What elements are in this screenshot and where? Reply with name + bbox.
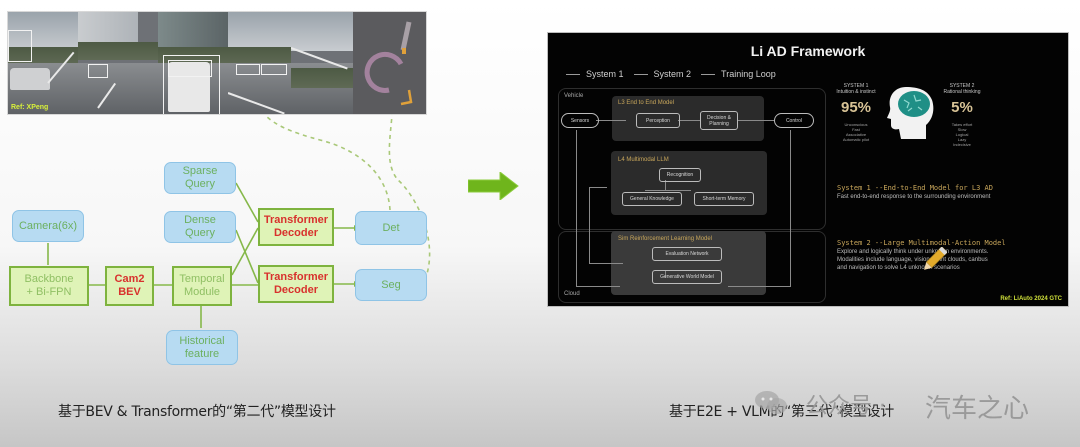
bev-map-view xyxy=(353,12,426,114)
panel-sim-title: Sim Reinforcement Learning Model xyxy=(618,236,713,242)
node-evaluation-network: Evaluation Network xyxy=(652,247,722,261)
system2-traits: Takes effort Slow Logical Lazy Indecisiv… xyxy=(951,122,973,147)
slide-legend: System 1 System 2 Training Loop xyxy=(566,69,776,79)
li-ad-framework-slide: Li AD Framework System 1 System 2 Traini… xyxy=(547,32,1069,307)
node-sparse-query: Sparse Query xyxy=(164,162,236,194)
node-temporal-module: Temporal Module xyxy=(172,266,232,306)
system1-percent: 95% xyxy=(840,99,872,116)
camera-image-strip: Ref: XPeng xyxy=(7,11,427,115)
node-backbone: Backbone + Bi-FPN xyxy=(9,266,89,306)
node-transformer-decoder-bottom: Transformer Decoder xyxy=(258,265,334,303)
node-historical-feature: Historical feature xyxy=(166,330,238,365)
camera-view-front-left xyxy=(78,12,158,114)
dashed-det-to-camera xyxy=(264,114,391,211)
zone-cloud-label: Cloud xyxy=(564,291,580,297)
panel-l4-title: L4 Multimodal LLM xyxy=(618,157,669,163)
panel-l3-title: L3 End to End Model xyxy=(618,100,675,106)
watermark-account-label: 公众号 · xyxy=(806,394,886,419)
transition-arrow-icon xyxy=(468,172,519,200)
watermark-account-name: 汽车之心 xyxy=(925,394,1030,424)
node-control: Control xyxy=(774,113,814,128)
legend-item-training-loop: Training Loop xyxy=(701,69,776,79)
node-det: Det xyxy=(355,211,427,245)
panel-l3-end-to-end xyxy=(612,96,764,141)
wechat-logo-icon xyxy=(755,391,787,414)
system2-heading: SYSTEM 2 Rational thinking xyxy=(943,83,981,95)
node-dense-query: Dense Query xyxy=(164,211,236,243)
camera-view-right xyxy=(291,12,353,114)
pencil-cursor-icon xyxy=(924,247,947,270)
panel-l4-multimodal-llm xyxy=(611,151,767,215)
system2-percent: 5% xyxy=(951,99,973,116)
camera-view-front-right xyxy=(228,12,291,114)
dashed-seg-to-map xyxy=(388,114,431,281)
node-camera: Camera(6x) xyxy=(12,210,84,242)
node-short-term-memory: Short-term Memory xyxy=(694,192,754,206)
camera-view-left xyxy=(8,12,78,114)
node-recognition: Recognition xyxy=(659,168,701,182)
system1-description: Fast end-to-end response to the surround… xyxy=(837,194,991,200)
edge-sparse-decoder-top xyxy=(235,182,259,223)
caption-second-generation: 基于BEV & Transformer的“第二代”模型设计 xyxy=(58,404,336,420)
node-general-knowledge: General Knowledge xyxy=(622,192,682,206)
node-decision-planning: Decision & Planning xyxy=(700,111,738,130)
slide-title: Li AD Framework xyxy=(750,43,866,59)
system2-description: Explore and logically think under unknow… xyxy=(837,249,989,271)
zone-vehicle xyxy=(558,88,826,230)
node-sensors: Sensors xyxy=(561,113,599,128)
legend-item-system2: System 2 xyxy=(633,69,691,79)
edge-dense-decoder-bottom xyxy=(235,229,259,284)
system1-description-title: System 1 --End-to-End Model for L3 AD xyxy=(837,184,993,192)
legend-item-system1: System 1 xyxy=(566,69,624,79)
node-perception: Perception xyxy=(636,113,680,128)
node-seg: Seg xyxy=(355,269,427,301)
slide-ref-label: Ref: LiAuto 2024 GTC xyxy=(1000,296,1062,302)
panel-sim-rl xyxy=(611,231,766,295)
brain-head-icon xyxy=(887,87,934,139)
node-generative-world-model: Generative World Model xyxy=(652,270,722,284)
system1-traits: Unconscious Fast Associative Automatic p… xyxy=(842,122,870,142)
zone-vehicle-label: Vehicle xyxy=(564,93,584,99)
node-transformer-decoder-top: Transformer Decoder xyxy=(258,208,334,246)
system1-heading: SYSTEM 1 Intuition & instinct xyxy=(836,83,876,95)
system2-description-title: System 2 --Large Multimodal-Action Model xyxy=(837,239,1006,247)
camera-ref-label: Ref: XPeng xyxy=(11,104,49,111)
camera-view-front xyxy=(158,12,228,114)
node-cam2bev: Cam2 BEV xyxy=(105,266,154,306)
